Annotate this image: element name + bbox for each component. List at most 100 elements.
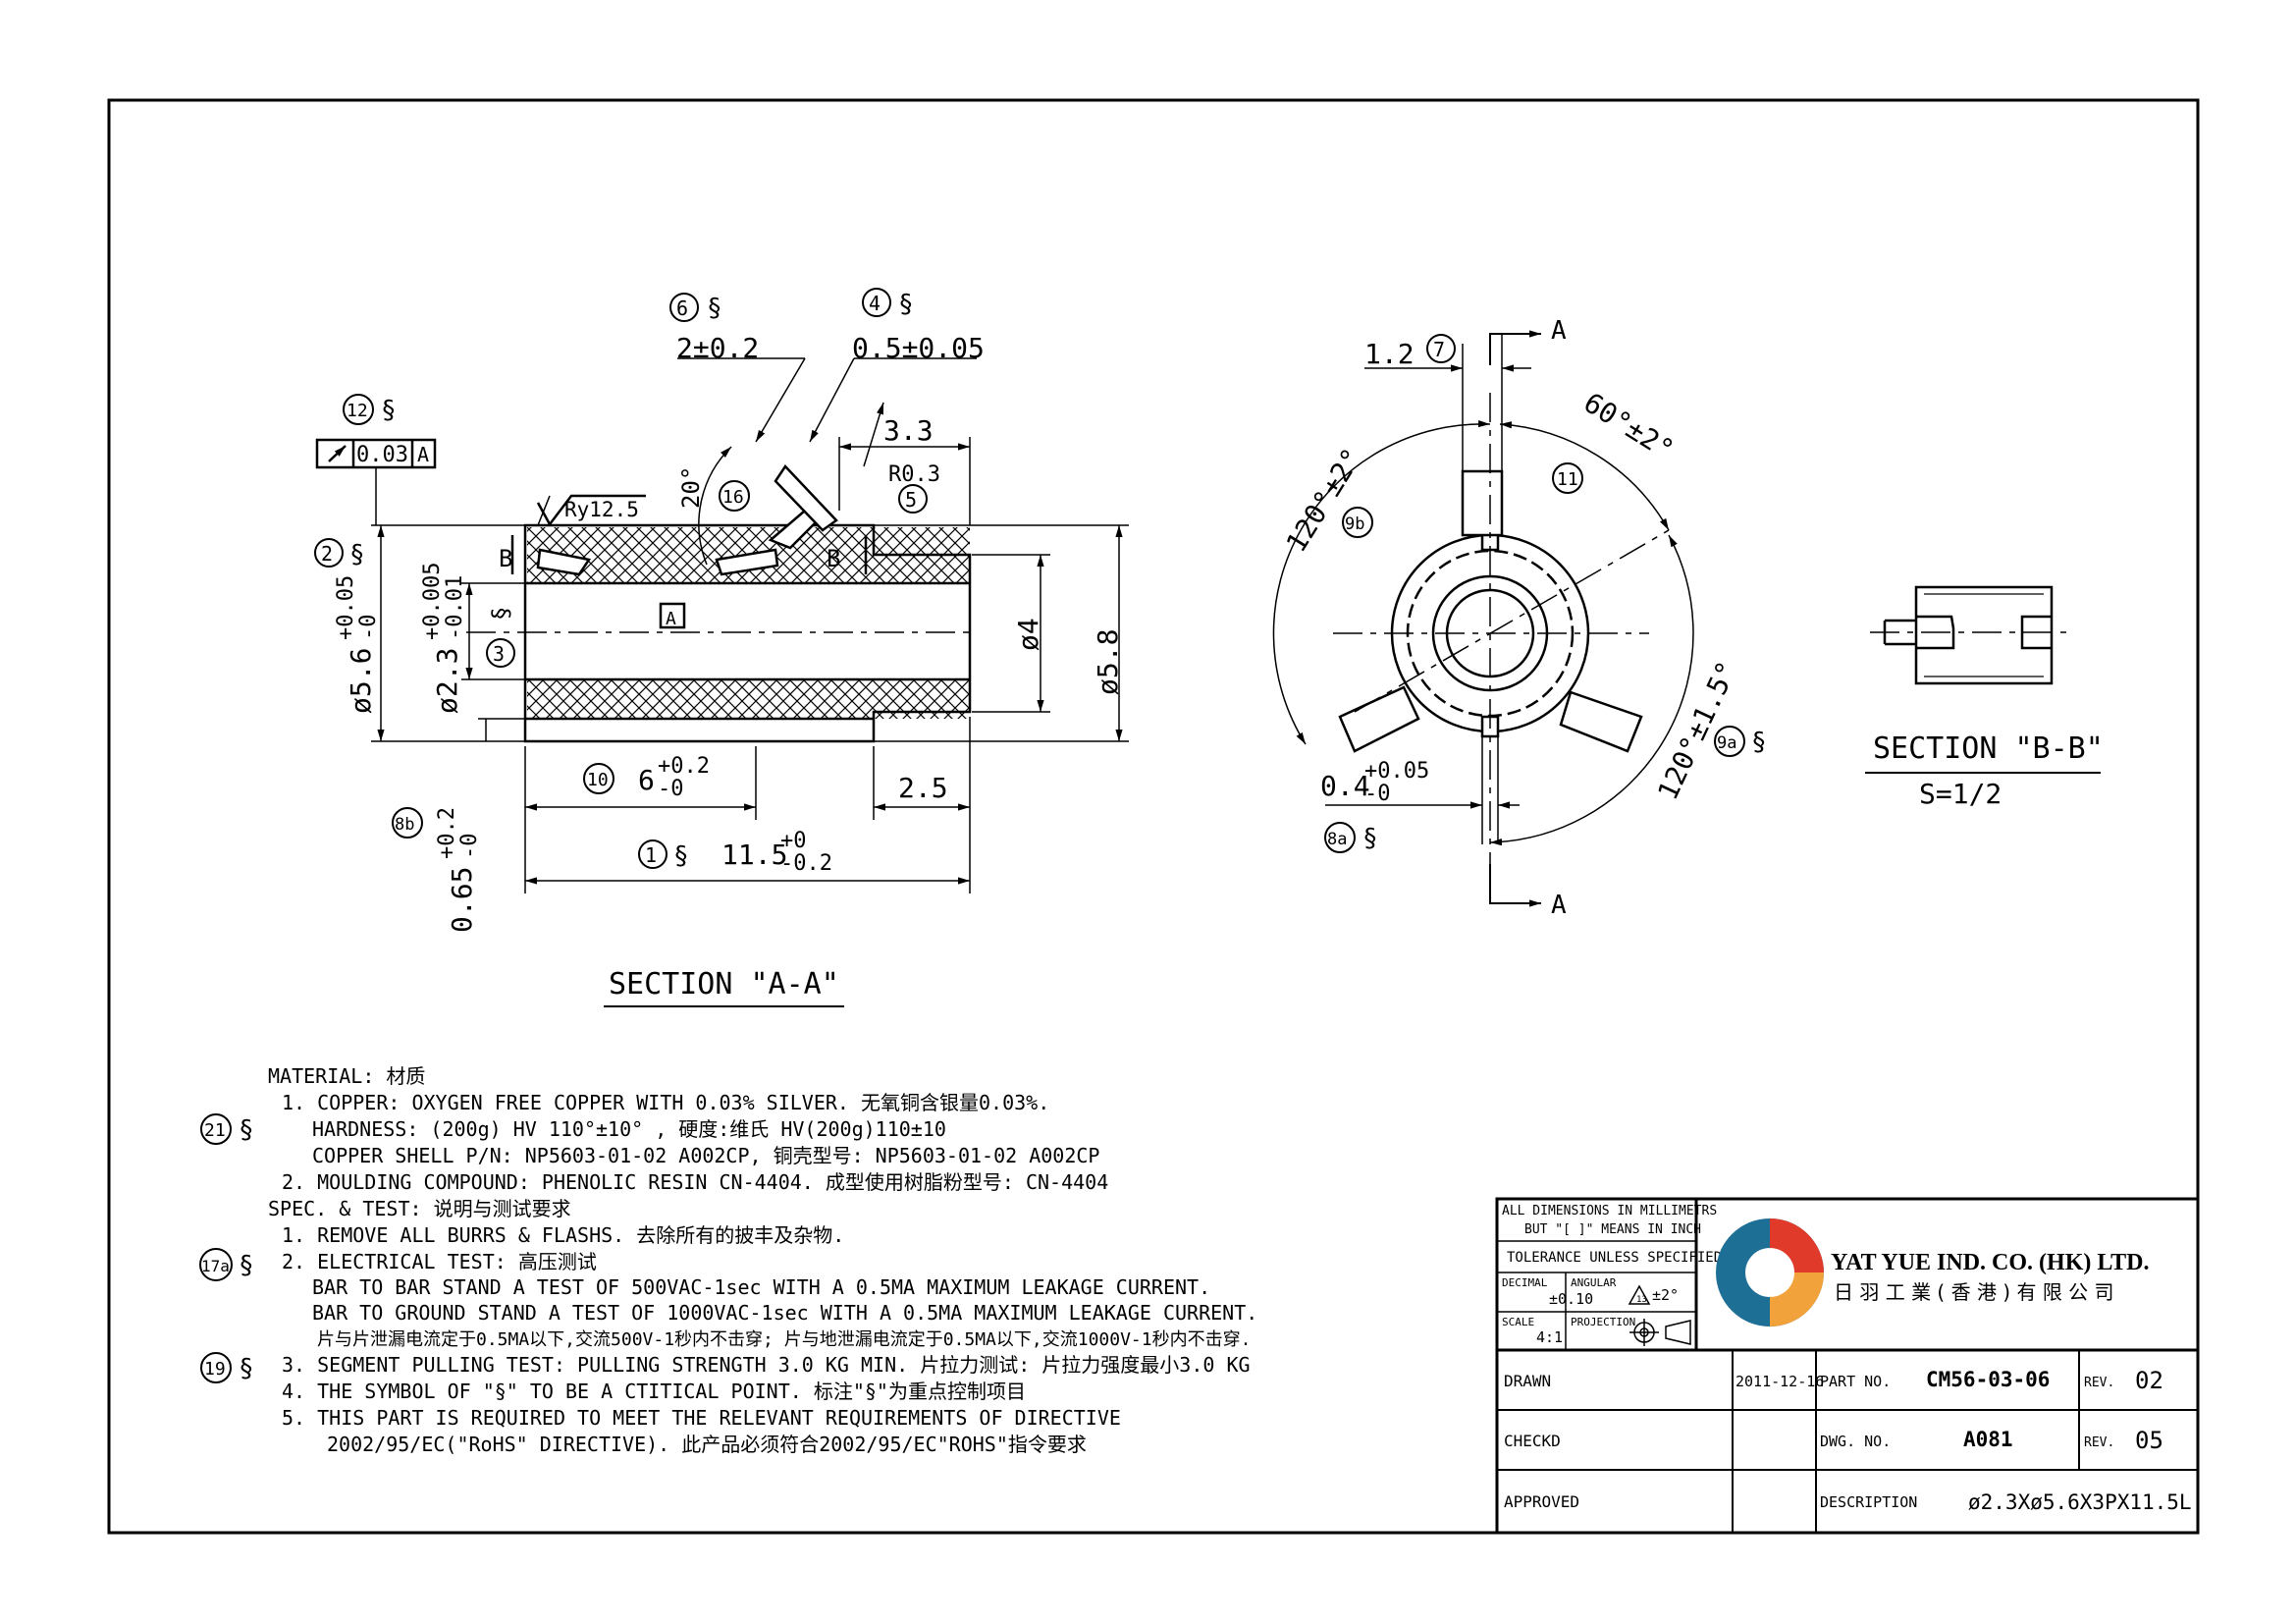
svg-text:5: 5 (905, 488, 917, 512)
part-no-label: PART NO. (1820, 1373, 1891, 1390)
angular-value: ±2° (1652, 1286, 1679, 1304)
note-line-6: SPEC. & TEST: 说明与测试要求 (268, 1197, 571, 1220)
balloon-12: 12 (343, 394, 374, 425)
balloon-7: 7 (1426, 334, 1456, 363)
dim-0-65-tol-lo: -0 (457, 834, 482, 860)
dwg-no-label: DWG. NO. (1820, 1433, 1891, 1450)
dim-dia5-6-tol-lo: -0 (356, 615, 381, 641)
balloon-2: 2 (314, 538, 344, 568)
dim-6-tol-lo: -0 (658, 777, 684, 801)
projection-label: PROJECTION (1571, 1316, 1635, 1328)
projection-symbol-icon (1629, 1319, 1691, 1346)
balloon-11: 11 (1552, 462, 1583, 494)
balloon-4: 4 (862, 288, 891, 317)
svg-text:13: 13 (1636, 1295, 1647, 1305)
note-line-12: 3. SEGMENT PULLING TEST: PULLING STRENGT… (282, 1353, 1251, 1377)
description-value: ø2.3Xø5.6X3PX11.5L (1968, 1490, 2192, 1514)
decimal-value: ±0.10 (1549, 1290, 1593, 1308)
end-view (1272, 330, 1694, 907)
cut-a-bottom: A (1551, 891, 1567, 920)
dim-0-4-tol-up: +0.05 (1364, 759, 1429, 784)
svg-text:10: 10 (587, 770, 609, 790)
balloon-19: 19 (200, 1352, 232, 1383)
svg-text:21: 21 (204, 1120, 226, 1141)
rev-value-2: 05 (2135, 1427, 2163, 1454)
svg-text:7: 7 (1433, 338, 1445, 361)
company-name: YAT YUE IND. CO. (HK) LTD. (1831, 1250, 2150, 1275)
runout-value: 0.03 (356, 443, 408, 467)
critical-8a: § (1362, 824, 1378, 853)
dim-11-5-tol-lo: -0.2 (780, 851, 832, 876)
rev-label-2: REV. (2084, 1435, 2114, 1450)
notes: MATERIAL: 材质 1. COPPER: OXYGEN FREE COPP… (268, 1064, 1257, 1456)
runout-datum: A (417, 443, 429, 466)
svg-text:8a: 8a (1327, 830, 1347, 849)
note-line-13: 4. THE SYMBOL OF "§" TO BE A CTITICAL PO… (282, 1380, 1026, 1403)
company-name-cn: 日 羽 工 業 ( 香 港 ) 有 限 公 司 (1834, 1280, 2114, 1304)
note-line-3: HARDNESS: (200g) HV 110°±10° , 硬度:维氏 HV(… (312, 1117, 946, 1141)
dim-3-3: 3.3 (883, 414, 934, 447)
tolerance-label: TOLERANCE UNLESS SPECIFIED (1507, 1250, 1722, 1266)
drawn-label: DRAWN (1504, 1372, 1551, 1390)
approved-label: APPROVED (1504, 1492, 1579, 1511)
critical-19: § (239, 1354, 254, 1383)
dim-dia5-6-tol-up: +0.05 (334, 575, 358, 640)
critical-12: § (381, 396, 397, 425)
note-line-10: BAR TO GROUND STAND A TEST OF 1000VAC-1s… (312, 1301, 1257, 1325)
dim-20deg: 20° (677, 466, 705, 509)
svg-text:11: 11 (1557, 469, 1578, 490)
dim-dia4: ø4 (1012, 618, 1044, 651)
note-line-1: MATERIAL: 材质 (268, 1064, 425, 1088)
dim-dia2-3-tol-up: +0.005 (420, 563, 445, 640)
balloon-5: 5 (898, 484, 928, 514)
dim-2-5: 2.5 (898, 772, 948, 804)
section-aa-view (315, 357, 1129, 893)
dim-60deg: 60°±2° (1578, 386, 1680, 466)
dim-120deg-a: 120°±2° (1280, 443, 1369, 559)
section-bb-title: SECTION "B-B" (1873, 731, 2104, 766)
checkd-label: CHECKD (1504, 1432, 1561, 1450)
dim-120deg-b: 120°±1.5° (1651, 656, 1743, 804)
note-line-8: 2. ELECTRICAL TEST: 高压测试 (282, 1250, 597, 1273)
rev-value-1: 02 (2135, 1367, 2163, 1394)
dim-6: 6 (638, 764, 655, 796)
angular-triangle: 13 (1628, 1284, 1651, 1305)
section-aa-title: SECTION "A-A" (609, 967, 839, 1001)
svg-text:9b: 9b (1345, 514, 1364, 534)
balloon-9a: 9a (1714, 726, 1745, 757)
balloon-8a: 8a (1324, 822, 1356, 853)
svg-text:4: 4 (869, 292, 881, 315)
svg-text:17a: 17a (201, 1257, 230, 1275)
balloon-1: 1 (638, 839, 667, 869)
dim-0-4: 0.4 (1320, 770, 1370, 802)
note-line-2: 1. COPPER: OXYGEN FREE COPPER WITH 0.03%… (282, 1091, 1049, 1114)
dim-11-5: 11.5 (721, 839, 787, 871)
datum-a: A (666, 609, 676, 629)
critical-21: § (239, 1115, 254, 1145)
note-line-14: 5. THIS PART IS REQUIRED TO MEET THE REL… (282, 1406, 1121, 1430)
svg-text:8b: 8b (395, 815, 414, 835)
cut-b-right: B (827, 545, 840, 572)
dim-dia5-8: ø5.8 (1092, 629, 1124, 695)
dwg-no-value: A081 (1963, 1428, 2013, 1451)
section-bb-view (1870, 585, 2071, 685)
note-line-4: COPPER SHELL P/N: NP5603-01-02 A002CP, 铜… (312, 1144, 1099, 1167)
note-line-15: 2002/95/EC("RoHS" DIRECTIVE). 此产品必须符合200… (327, 1433, 1087, 1456)
section-aa-labels: 2±0.2 0.5±0.05 3.3 R0.3 20° Ry12.5 0.03 … (314, 288, 1124, 1007)
drawn-date: 2011-12-16 (1735, 1373, 1824, 1390)
title-block-text: ALL DIMENSIONS IN MILLIMETRS BUT "[ ]" M… (1502, 1204, 2192, 1514)
note-line-11: 片与片泄漏电流定于0.5MA以下,交流500V-1秒内不击穿; 片与地泄漏电流定… (317, 1329, 1251, 1350)
critical-17a: § (239, 1251, 254, 1280)
critical-9a: § (1751, 728, 1767, 757)
svg-text:3: 3 (493, 642, 505, 666)
dim-0-5: 0.5±0.05 (852, 332, 985, 364)
critical-4: § (898, 290, 914, 319)
units-note-2: BUT "[ ]" MEANS IN INCH (1524, 1222, 1701, 1237)
part-no-value: CM56-03-06 (1926, 1368, 2050, 1391)
roughness-ry: Ry12.5 (564, 498, 639, 521)
cut-b-left: B (499, 545, 512, 572)
balloon-21: 21 (200, 1113, 232, 1145)
balloon-3: 3 (486, 638, 515, 668)
description-label: DESCRIPTION (1820, 1493, 1917, 1511)
